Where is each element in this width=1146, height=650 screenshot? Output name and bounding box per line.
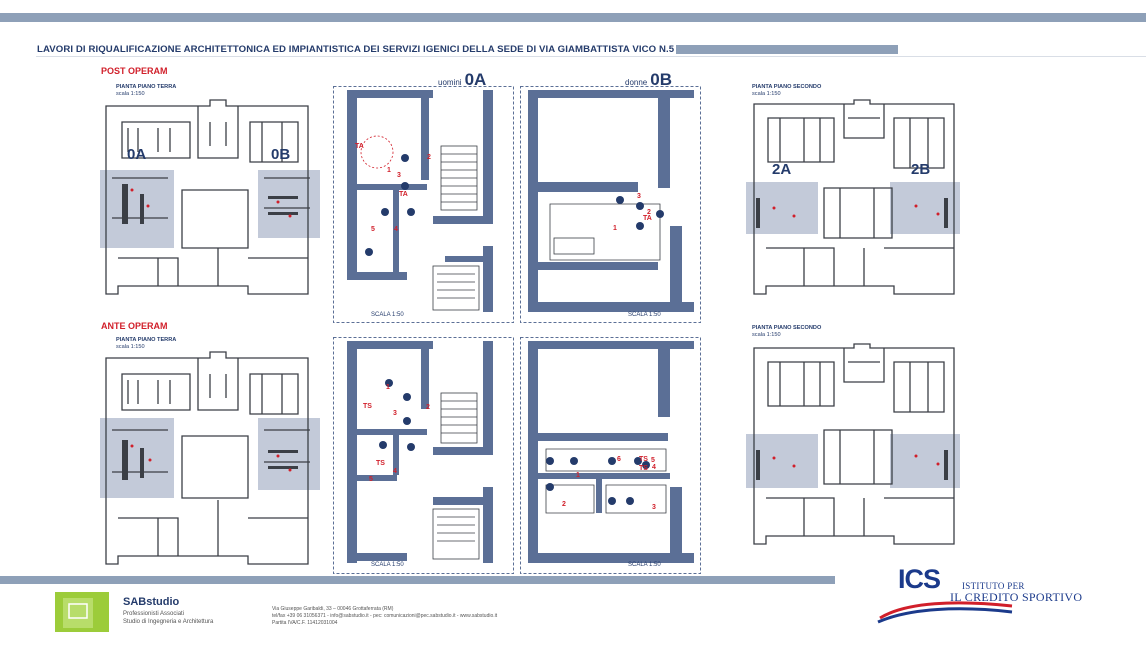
sabstudio-logo-icon: [55, 592, 109, 632]
post-women-scale: SCALA 1:50: [628, 312, 661, 318]
room-mark: TS: [639, 465, 648, 472]
room-mark: TA: [399, 191, 408, 198]
room-mark: TS: [363, 403, 372, 410]
ante-women-detail-plan: [520, 337, 701, 574]
wing-0a-highlight: [100, 170, 174, 248]
room-mark: 4: [393, 468, 397, 475]
room-mark: 4: [394, 226, 398, 233]
post-ground-floor-plan: [100, 99, 320, 295]
room-mark: 3: [652, 504, 656, 511]
wing-label-2b: 2B: [911, 161, 931, 178]
ante-second-floor-plan: [746, 343, 960, 545]
ante-wing-right-highlight: [258, 418, 320, 490]
post-second-floor-plan: [746, 99, 960, 295]
title-accent-bar: [676, 45, 898, 54]
post-men-scale: SCALA 1:50: [371, 312, 404, 318]
ics-logo-mark: ICS: [898, 564, 941, 594]
room-mark: TS: [376, 460, 385, 467]
ics-logo-line2: IL CREDITO SPORTIVO: [950, 590, 1083, 604]
wing-label-0a: 0A: [127, 146, 147, 163]
room-mark: 3: [637, 193, 641, 200]
room-mark: 6: [617, 456, 621, 463]
ante-women-scale: SCALA 1:50: [628, 562, 661, 568]
room-mark: 4: [652, 464, 656, 471]
room-mark: TA: [355, 143, 364, 150]
room-mark: 3: [393, 410, 397, 417]
studio-name: SABstudio: [123, 596, 180, 608]
studio-subtitle: Professionisti Associati Studio di Ingeg…: [123, 611, 214, 625]
post-men-detail-plan: [333, 86, 514, 323]
room-mark: 1: [386, 384, 390, 391]
ante-wing-2b-highlight: [890, 434, 960, 488]
title-rule: [36, 56, 1146, 57]
ante-ground-floor-plan: [100, 351, 320, 565]
wing-label-2a: 2A: [772, 161, 792, 178]
drawing-title: LAVORI DI RIQUALIFICAZIONE ARCHITETTONIC…: [37, 44, 713, 55]
bottom-accent-bar: [0, 576, 835, 584]
room-mark: 1: [387, 167, 391, 174]
room-mark: 2: [647, 209, 651, 216]
room-mark: 1: [613, 225, 617, 232]
ante-men-scale: SCALA 1:50: [371, 562, 404, 568]
room-mark: 5: [651, 457, 655, 464]
post-women-detail-plan: [520, 86, 701, 323]
room-mark: 2: [562, 501, 566, 508]
room-mark: 5: [369, 476, 373, 483]
room-mark: 2: [426, 404, 430, 411]
wing-0b-highlight: [258, 170, 320, 238]
room-mark: 2: [427, 154, 431, 161]
post-operam-label: POST OPERAM: [101, 66, 168, 76]
ics-logo-line1: ISTITUTO PER: [962, 581, 1025, 591]
room-mark: TS: [639, 456, 648, 463]
wing-2b-highlight: [890, 182, 960, 234]
wing-label-0b: 0B: [271, 146, 291, 163]
ante-men-detail-plan: [333, 337, 514, 574]
ante-wing-left-highlight: [100, 418, 174, 498]
room-mark: TA: [643, 215, 652, 222]
ics-swoosh-icon: [877, 601, 1013, 624]
room-mark: 5: [371, 226, 375, 233]
top-accent-bar: [0, 13, 1146, 22]
ante-operam-label: ANTE OPERAM: [101, 321, 168, 331]
studio-address: Via Giuseppe Garibaldi, 33 – 00046 Grott…: [272, 606, 498, 626]
room-mark: 1: [576, 472, 580, 479]
room-mark: 3: [397, 172, 401, 179]
